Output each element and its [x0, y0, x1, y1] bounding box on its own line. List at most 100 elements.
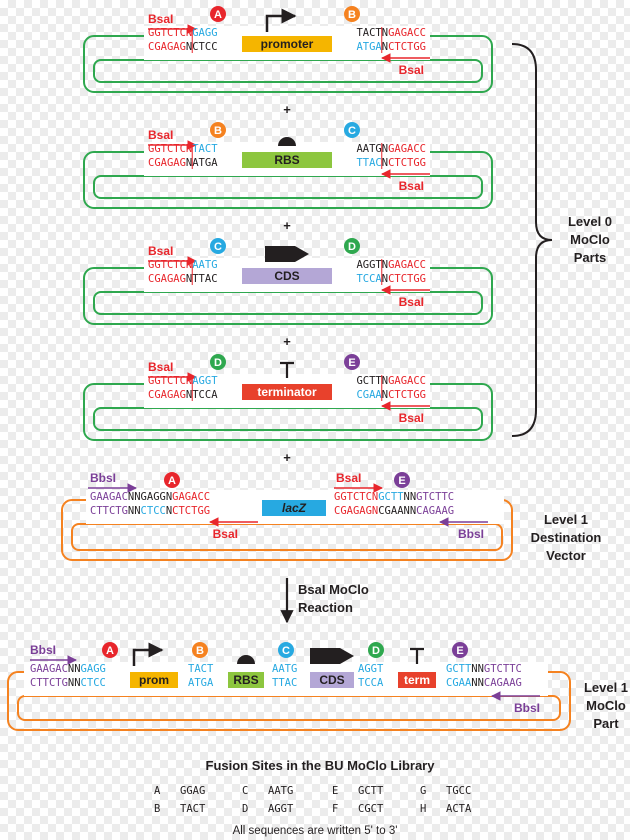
fusion-site-letter-cell: E — [332, 785, 338, 797]
part-box-terminator-label: terminator — [257, 385, 317, 399]
sequence-segment: AGGTN — [356, 259, 388, 271]
reaction-label: BsaI MoClo — [298, 582, 369, 597]
product-part-rbs-label: RBS — [233, 673, 258, 687]
sequence-segment: CGAGAG — [148, 389, 186, 401]
lacz-box-label: lacZ — [282, 501, 307, 515]
sequence-segment: NCTCC — [186, 41, 218, 53]
fusion-site-letter: B — [348, 9, 356, 21]
sequence-segment: TTAC — [356, 157, 381, 169]
fusion-site-b-circle — [192, 642, 208, 658]
part-box-promoter-label: promoter — [261, 37, 314, 51]
destination-label: Destination — [531, 530, 602, 545]
fusion-site-letter: E — [398, 475, 405, 487]
cds-arrow-icon — [310, 648, 354, 664]
sequence-segment: NTCCA — [186, 389, 218, 401]
plus-sign: + — [283, 450, 291, 465]
fusion-site-letter: B — [214, 125, 222, 137]
part-box-promoter — [242, 36, 332, 52]
sequence-segment: GGTCTCN — [148, 27, 192, 39]
sequence-segment: GAGACC — [388, 375, 426, 387]
fusion-site-b-circle — [210, 122, 226, 138]
fusion-site-e-circle — [452, 642, 468, 658]
fusion-site-e-circle — [394, 472, 410, 488]
destination-label: Level 1 — [544, 512, 588, 527]
fusion-site-sequence-cell: AGGT — [268, 803, 294, 815]
fusion-site-sequence-cell: GCTT — [358, 785, 384, 797]
fusion-site-letter: E — [348, 357, 355, 369]
fusion-table-note: All sequences are written 5' to 3' — [233, 825, 398, 837]
level0-label: Parts — [574, 250, 607, 265]
plus-sign: + — [283, 334, 291, 349]
sequence-segment: NN — [68, 663, 81, 675]
sequence-segment: CAGAAG — [416, 505, 454, 517]
sequence-segment: GTCTTC — [416, 491, 454, 503]
fusion-site-a-circle — [210, 6, 226, 22]
enzyme-label: BsaI — [336, 471, 361, 485]
sequence-segment: TCCA — [358, 677, 384, 689]
fusion-site-letter: D — [348, 241, 356, 253]
enzyme-label: BsaI — [148, 244, 173, 258]
part-box-terminator — [242, 384, 332, 400]
terminator-t-icon — [280, 361, 294, 378]
level0-label: MoClo — [570, 232, 610, 247]
terminator-t-icon — [410, 647, 424, 664]
sequence-segment: CGAA — [356, 389, 382, 401]
sequence-segment: GAGACC — [172, 491, 210, 503]
sequence-segment: AATG — [272, 663, 297, 675]
sequence-segment: GCTT — [446, 663, 472, 675]
sequence-segment: GAGG — [141, 491, 166, 503]
sequence-segment: ATGA — [356, 41, 382, 53]
sequence-segment: TCCA — [356, 273, 382, 285]
product-label: Part — [593, 716, 619, 731]
sequence-segment: CTTCTG — [30, 677, 68, 689]
sequence-segment: CGAGAG — [148, 273, 186, 285]
sequence-segment: CTCC — [81, 677, 106, 689]
sequence-segment: CGAA — [446, 677, 472, 689]
fusion-site-d-circle — [210, 354, 226, 370]
sequence-segment: NN — [471, 663, 484, 675]
fusion-site-sequence-cell: CGCT — [358, 803, 384, 815]
product-part-prom-label: prom — [139, 673, 169, 687]
product-label: Level 1 — [584, 680, 628, 695]
enzyme-label: BbsI — [30, 643, 56, 657]
sequence-segment: GAAGAC — [90, 491, 128, 503]
fusion-site-letter-cell: B — [154, 803, 160, 815]
sequence-segment: NN — [404, 505, 417, 517]
product-part-cds-label: CDS — [319, 673, 344, 687]
sequence-segment: CTCTGG — [172, 505, 210, 517]
product-part-cds — [310, 672, 354, 688]
enzyme-label: BbsI — [514, 701, 540, 715]
sequence-segment: GAGACC — [388, 259, 426, 271]
fusion-site-letter-cell: F — [332, 803, 338, 815]
fusion-site-sequence-cell: AATG — [268, 785, 293, 797]
product-part-term — [398, 672, 436, 688]
sequence-segment: TACT — [192, 143, 218, 155]
sequence-segment: AGGT — [358, 663, 384, 675]
enzyme-label: BsaI — [399, 411, 424, 425]
sequence-segment: AATG — [192, 259, 217, 271]
sequence-segment: CTTCTG — [90, 505, 128, 517]
fusion-site-a-circle — [164, 472, 180, 488]
promoter-arrow-icon — [265, 8, 297, 32]
sequence-segment: NN — [404, 491, 417, 503]
sequence-segment: N — [166, 505, 172, 517]
sequence-segment: N — [382, 273, 388, 285]
sequence-segment: TACTN — [356, 27, 388, 39]
sequence-segment: CGAGAGN — [334, 505, 378, 517]
fusion-site-letter: A — [168, 475, 176, 487]
sequence-segment: CTCC — [141, 505, 166, 517]
fusion-site-letter: A — [106, 645, 114, 657]
fusion-site-letter: C — [214, 241, 222, 253]
fusion-site-letter-cell: G — [420, 785, 426, 797]
fusion-site-c-circle — [210, 238, 226, 254]
product-part-rbs — [228, 672, 264, 688]
sequence-segment: N — [382, 41, 388, 53]
product-part-term-label: term — [404, 673, 430, 687]
sequence-segment: GGTCTCN — [148, 259, 192, 271]
sequence-segment: GAGACC — [388, 27, 426, 39]
sequence-segment: ATGA — [188, 677, 214, 689]
fusion-site-sequence-cell: GGAG — [180, 785, 205, 797]
fusion-site-letter: B — [196, 645, 204, 657]
sequence-segment: N — [382, 389, 388, 401]
